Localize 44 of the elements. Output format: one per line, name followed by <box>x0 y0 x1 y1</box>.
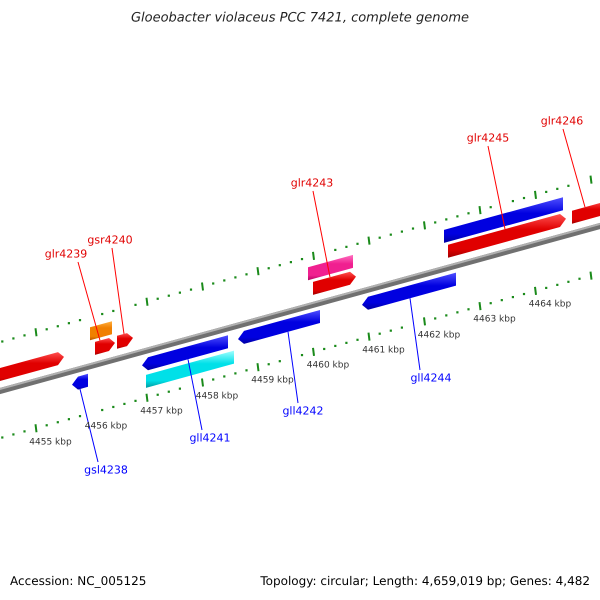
leader-line <box>188 358 202 430</box>
gene-label: gsl4238 <box>84 464 128 476</box>
gene-block <box>117 333 133 349</box>
leader-line <box>288 331 298 404</box>
gene-block <box>444 197 563 243</box>
gene-block <box>308 254 353 280</box>
gene-label: glr4239 <box>44 248 88 260</box>
diagram-title: Gloeobacter violaceus PCC 7421, complete genome <box>130 12 470 24</box>
scale-label: 4457 kbp <box>140 407 183 416</box>
leader-line <box>112 248 124 334</box>
leader-line <box>488 146 506 230</box>
leader-line <box>410 298 420 370</box>
gene-label: gll4242 <box>282 406 324 416</box>
gene-block <box>313 272 356 295</box>
gene-label: glr4246 <box>540 116 584 126</box>
gene-block <box>572 201 600 224</box>
genome-stats-text: Topology: circular; Length: 4,659,019 bp; Genes: 4,482 <box>260 575 590 587</box>
scale-label: 4462 kbp <box>418 331 460 340</box>
gene-block <box>0 352 64 384</box>
leader-line <box>80 388 98 462</box>
scale-label: 4463 kbp <box>473 316 516 325</box>
leader-line <box>78 262 100 341</box>
gene-block <box>146 350 234 388</box>
leader-line <box>312 190 330 278</box>
gene-block <box>238 310 320 344</box>
gene-label: gll4241 <box>189 432 231 444</box>
gene-label: glr4245 <box>466 132 510 144</box>
scale-label: 4461 kbp <box>362 346 405 356</box>
gene-label: gsr4240 <box>87 234 133 246</box>
gene-block <box>142 335 228 370</box>
gene-block <box>448 214 566 258</box>
leader-line <box>562 128 586 208</box>
scale-label: 4464 kbp <box>528 300 572 310</box>
scale-label: 4459 kbp <box>251 376 294 386</box>
gene-block <box>72 374 88 390</box>
gene-label: glr4243 <box>290 178 334 188</box>
accession-text: Accession: NC_005125 <box>10 575 146 587</box>
gene-label: gll4244 <box>410 372 452 384</box>
gene-block <box>362 272 456 310</box>
scale-label: 4458 kbp <box>196 392 238 402</box>
gene-block <box>90 321 112 340</box>
scale-label: 4455 kbp <box>29 438 72 447</box>
gene-block <box>95 338 115 355</box>
scale-label: 4460 kbp <box>306 362 350 371</box>
